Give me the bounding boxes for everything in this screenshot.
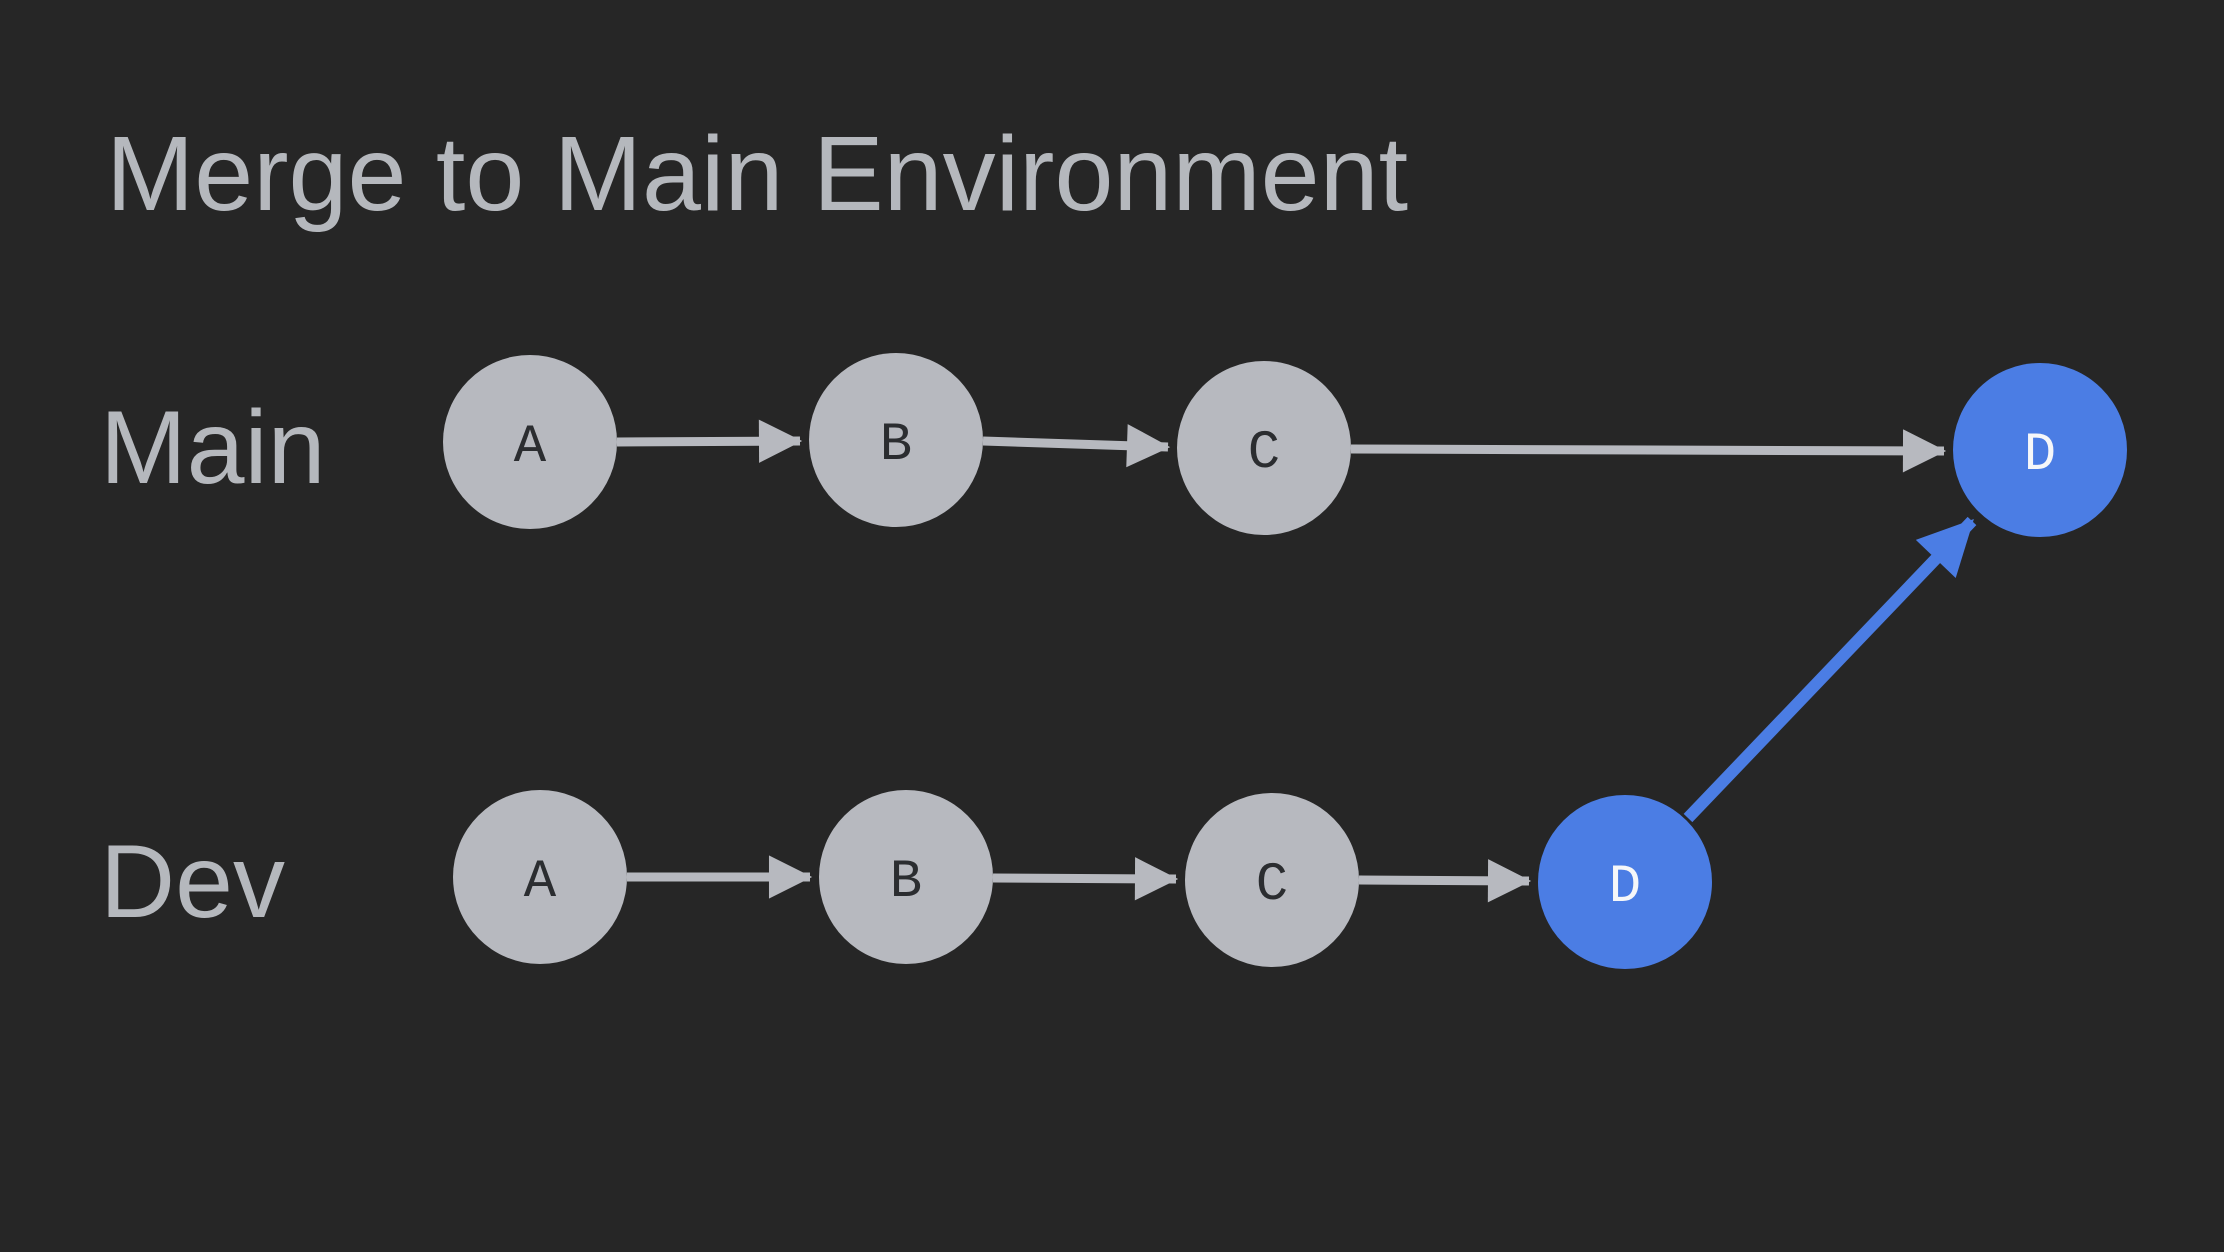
arrow-main-c-to-d — [1350, 429, 1947, 473]
main-commit-b-label: B — [880, 415, 912, 476]
merge-arrow-dev-d-to-main-d — [1683, 516, 1977, 823]
main-lane-edges — [616, 419, 1947, 473]
dev-commit-a-label: A — [524, 852, 557, 913]
dev-commit-d-node-highlighted — [1538, 795, 1712, 969]
main-commit-c-node — [1177, 361, 1351, 535]
main-commit-c-label: C — [1248, 423, 1280, 484]
dev-commit-b-label: B — [890, 852, 922, 913]
main-lane-nodes: A B C D — [443, 353, 2127, 537]
main-commit-b-node — [809, 353, 983, 527]
main-commit-a-node — [443, 355, 617, 529]
branch-label-main: Main — [100, 390, 325, 506]
branch-label-dev: Dev — [100, 824, 285, 940]
dev-commit-c-node — [1185, 793, 1359, 967]
diagram-title: Merge to Main Environment — [106, 115, 1408, 233]
main-commit-a-label: A — [514, 417, 547, 478]
dev-lane-nodes: A B C D — [453, 790, 1712, 969]
arrow-dev-c-to-d — [1358, 859, 1532, 903]
main-commit-d-node-highlighted — [1953, 363, 2127, 537]
dev-commit-d-label: D — [1609, 857, 1641, 918]
arrow-main-a-to-b — [616, 419, 803, 463]
main-commit-d-label: D — [2024, 425, 2056, 486]
dev-commit-c-label: C — [1256, 855, 1288, 916]
dev-commit-a-node — [453, 790, 627, 964]
arrow-dev-b-to-c — [992, 857, 1179, 901]
dev-lane-edges — [627, 855, 1532, 903]
dev-commit-b-node — [819, 790, 993, 964]
arrow-main-b-to-c — [982, 424, 1171, 468]
